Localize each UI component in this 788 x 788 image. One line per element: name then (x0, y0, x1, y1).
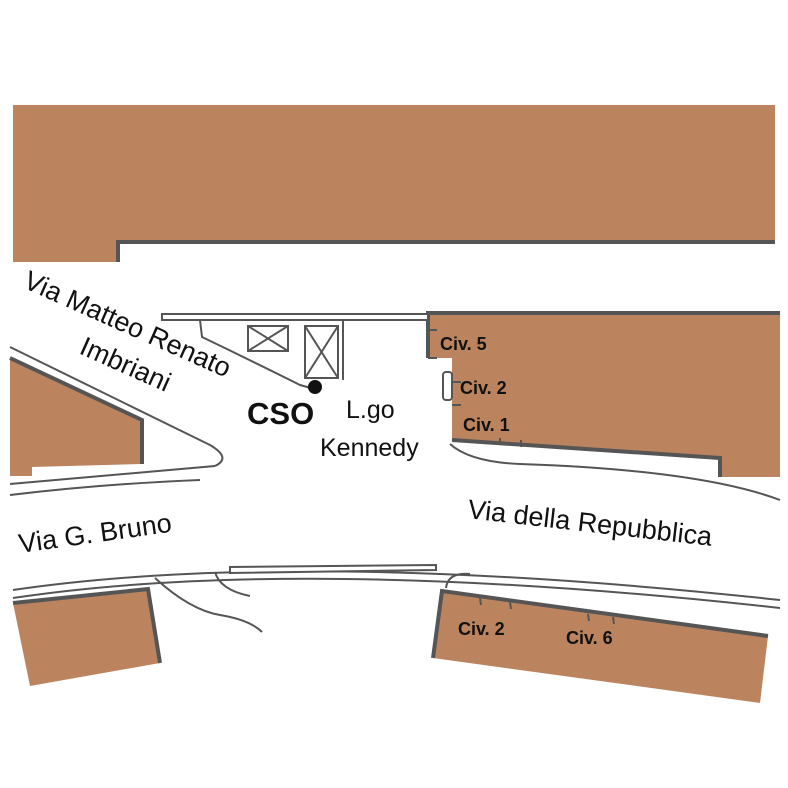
curb-south-arc (12, 577, 781, 609)
median-strip (229, 563, 437, 575)
curb-repubblica-north (449, 443, 781, 501)
building-west-block (10, 358, 142, 476)
square-label-line1: L.go (346, 396, 395, 424)
building-north-block (13, 105, 775, 262)
curb-imbriani-mid (9, 479, 201, 496)
house-number-ticks (428, 329, 615, 625)
road-lines (9, 346, 781, 633)
building-east-block (428, 313, 780, 477)
house-number-civ6: Civ. 6 (566, 628, 613, 648)
curb-imbriani-north (9, 346, 224, 467)
building-southeast-block (433, 591, 768, 703)
sidewalk-top (161, 313, 429, 321)
building-southwest-block (13, 589, 160, 686)
square-label-line2: Kennedy (320, 434, 419, 462)
street-label-bruno: Via G. Bruno (17, 508, 174, 559)
street-label-repubblica: Via della Repubblica (466, 494, 714, 552)
curb-southeast (445, 572, 471, 589)
house-number-civ5: Civ. 5 (440, 334, 487, 354)
curb-turn-1 (154, 577, 263, 633)
curb-imbriani-south (9, 465, 216, 485)
marker-label: CSO (247, 396, 314, 431)
crossed-box-icon (304, 325, 339, 379)
crossed-box-icon (247, 325, 289, 352)
curb-turn-2 (214, 571, 251, 597)
house-number-civ2-north: Civ. 2 (460, 378, 507, 398)
location-dot-icon (308, 380, 322, 394)
house-number-civ1: Civ. 1 (463, 415, 510, 435)
square-curve (199, 319, 319, 391)
house-number-civ2-south: Civ. 2 (458, 619, 505, 639)
entrance-structure (442, 371, 453, 401)
